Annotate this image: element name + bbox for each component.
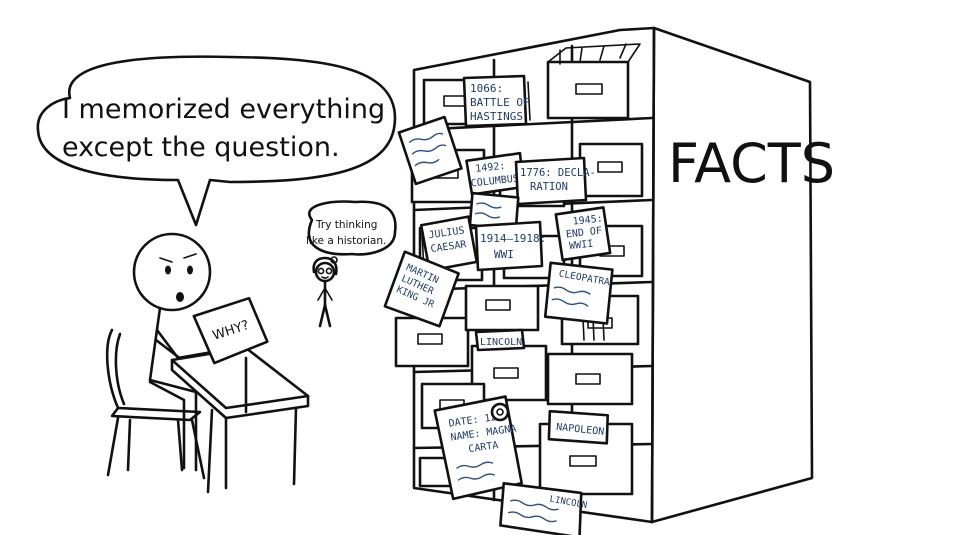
card-wwii-line-3: WWII	[569, 239, 594, 252]
chair-back	[105, 328, 120, 410]
student-brow-left	[159, 257, 173, 263]
student-torso	[148, 306, 162, 382]
card-napoleon-label: NAPOLEON	[556, 422, 605, 438]
card-hastings-line-3: HASTINGS	[470, 110, 523, 123]
card-hastings-line-1: 1066:	[470, 82, 503, 95]
card-cleopatra: CLEOPATRA	[543, 261, 614, 325]
cabinet-facts-label: FACTS	[668, 132, 835, 195]
speech-bubble: I memorized everything except the questi…	[36, 55, 397, 227]
paper-floor-lincoln: LINCOLN	[499, 482, 588, 535]
student-brow-right	[183, 253, 197, 259]
desk-top	[170, 346, 310, 410]
thought-line-1: Try thinking	[315, 219, 377, 231]
card-columbus-line-2: COLUMBUS	[470, 173, 519, 189]
card-battle-of-hastings: 1066: BATTLE OF HASTINGS	[462, 74, 530, 128]
teacher-figure	[312, 256, 338, 328]
card-declaration-line-1: 1776: DECLA-	[520, 167, 596, 179]
paper-loose-top	[397, 115, 463, 186]
thought-line-2: like a historian.	[306, 235, 386, 247]
speech-line-2: except the question.	[62, 132, 340, 163]
desk	[170, 346, 310, 494]
card-declaration: 1776: DECLA- RATION	[514, 156, 596, 206]
paper-why: WHY?	[192, 296, 269, 365]
card-caesar-line-1: JULIUS	[428, 225, 465, 241]
card-lincoln-tab-label: LINCOLN	[480, 337, 522, 348]
student-head	[132, 232, 212, 312]
card-columbus: 1492: COLUMBUS	[465, 151, 525, 196]
student-leg-back	[148, 380, 186, 470]
chair-seat	[110, 406, 202, 422]
teacher-hair	[312, 256, 338, 276]
student-eye-left	[165, 265, 171, 275]
card-columbus-line-1: 1492:	[475, 161, 506, 175]
card-napoleon: NAPOLEON	[547, 409, 610, 445]
card-wwi-line-2: WWI	[494, 248, 514, 261]
card-wwii-line-2: END OF	[565, 226, 602, 241]
teacher-glasses-left	[317, 267, 325, 275]
cabinet-side	[638, 26, 814, 524]
card-wwii-line-1: 1945:	[572, 214, 603, 228]
student-mouth	[176, 292, 184, 302]
card-declaration-line-2: RATION	[530, 181, 568, 193]
student-eye-right	[187, 265, 193, 275]
card-wwi-line-1: 1914–1918:	[480, 232, 546, 245]
teacher-glasses-right	[325, 267, 333, 275]
card-lincoln-tab: LINCOLN	[474, 328, 526, 352]
tape-roll	[490, 402, 510, 422]
folder-tabs	[559, 43, 627, 65]
chair	[105, 328, 206, 480]
card-magna-line-3: CARTA	[468, 440, 499, 455]
speech-line-1: I memorized everything	[62, 94, 385, 125]
card-hastings-line-2: BATTLE OF	[470, 96, 530, 109]
card-julius-caesar: JULIUS CAESAR	[419, 215, 479, 272]
card-wwii: 1945: END OF WWII	[554, 206, 612, 262]
thought-bubble: Try thinking like a historian.	[306, 200, 397, 271]
card-caesar-line-2: CAESAR	[430, 239, 468, 255]
card-wwi: 1914–1918: WWI	[474, 220, 546, 272]
card-mlk: MARTIN LUTHER KING JR	[383, 250, 460, 328]
